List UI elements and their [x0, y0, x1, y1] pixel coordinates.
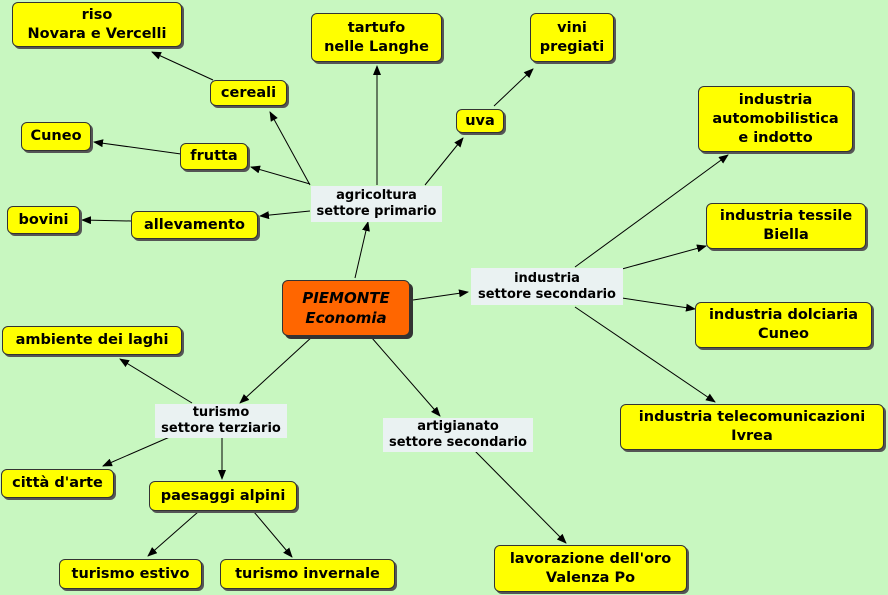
edge-center-artigianato	[371, 337, 441, 417]
edge-uva-vini	[493, 68, 534, 107]
node-vini[interactable]: vini pregiati	[530, 13, 614, 62]
edge-cereali-riso	[151, 51, 214, 81]
node-paesaggi-alpini[interactable]: paesaggi alpini	[149, 481, 297, 511]
edge-center-agricoltura	[354, 221, 370, 279]
edge-paesaggi-estivo	[147, 511, 199, 557]
edge-ind-dolciaria	[621, 297, 696, 312]
node-industria-tessile[interactable]: industria tessile Biella	[706, 203, 866, 249]
node-ambiente-laghi[interactable]: ambiente dei laghi	[2, 326, 182, 355]
node-industria-automobilistica[interactable]: industria automobilistica e indotto	[698, 86, 853, 152]
center-node-piemonte[interactable]: PIEMONTE Economia	[282, 280, 410, 336]
edge-ind-auto	[574, 154, 729, 268]
sector-agricoltura[interactable]: agricoltura settore primario	[311, 186, 442, 222]
node-frutta[interactable]: frutta	[180, 143, 248, 170]
node-turismo-invernale[interactable]: turismo invernale	[220, 559, 395, 589]
node-tartufo[interactable]: tartufo nelle Langhe	[311, 13, 442, 62]
node-cuneo[interactable]: Cuneo	[21, 122, 91, 151]
node-citta-arte[interactable]: città d'arte	[1, 469, 114, 498]
node-uva[interactable]: uva	[456, 109, 504, 133]
edge-agri-frutta	[250, 165, 311, 185]
edge-tur-citta	[102, 435, 173, 467]
edge-agri-uva	[424, 137, 464, 186]
node-bovini[interactable]: bovini	[7, 206, 80, 234]
node-industria-dolciaria[interactable]: industria dolciaria Cuneo	[695, 302, 872, 348]
node-lavorazione-oro[interactable]: lavorazione dell'oro Valenza Po	[494, 545, 687, 592]
edge-allevamento-bovini	[81, 216, 132, 225]
sector-industria[interactable]: industria settore secondario	[471, 268, 623, 305]
edge-paesaggi-invernale	[253, 511, 293, 558]
edge-frutta-cuneo	[93, 139, 182, 155]
node-cereali[interactable]: cereali	[210, 80, 287, 106]
node-industria-telecomunicazioni[interactable]: industria telecomunicazioni Ivrea	[620, 404, 884, 450]
edge-art-oro	[474, 450, 567, 544]
sector-artigianato[interactable]: artigianato settore secondario	[383, 418, 533, 452]
edge-ind-tessile	[621, 244, 707, 270]
edge-center-industria	[412, 289, 469, 301]
edge-center-turismo	[239, 335, 314, 404]
center-subtitle: Economia	[305, 309, 387, 327]
edge-agri-cereali	[269, 111, 311, 186]
node-allevamento[interactable]: allevamento	[131, 211, 258, 239]
node-riso[interactable]: riso Novara e Vercelli	[12, 2, 182, 47]
sector-turismo[interactable]: turismo settore terziario	[155, 404, 287, 438]
edge-tur-laghi	[119, 358, 193, 404]
edge-ind-tlc	[574, 306, 716, 403]
node-turismo-estivo[interactable]: turismo estivo	[59, 559, 202, 589]
edge-agri-allevamento	[259, 210, 311, 220]
center-title: PIEMONTE	[302, 289, 390, 307]
